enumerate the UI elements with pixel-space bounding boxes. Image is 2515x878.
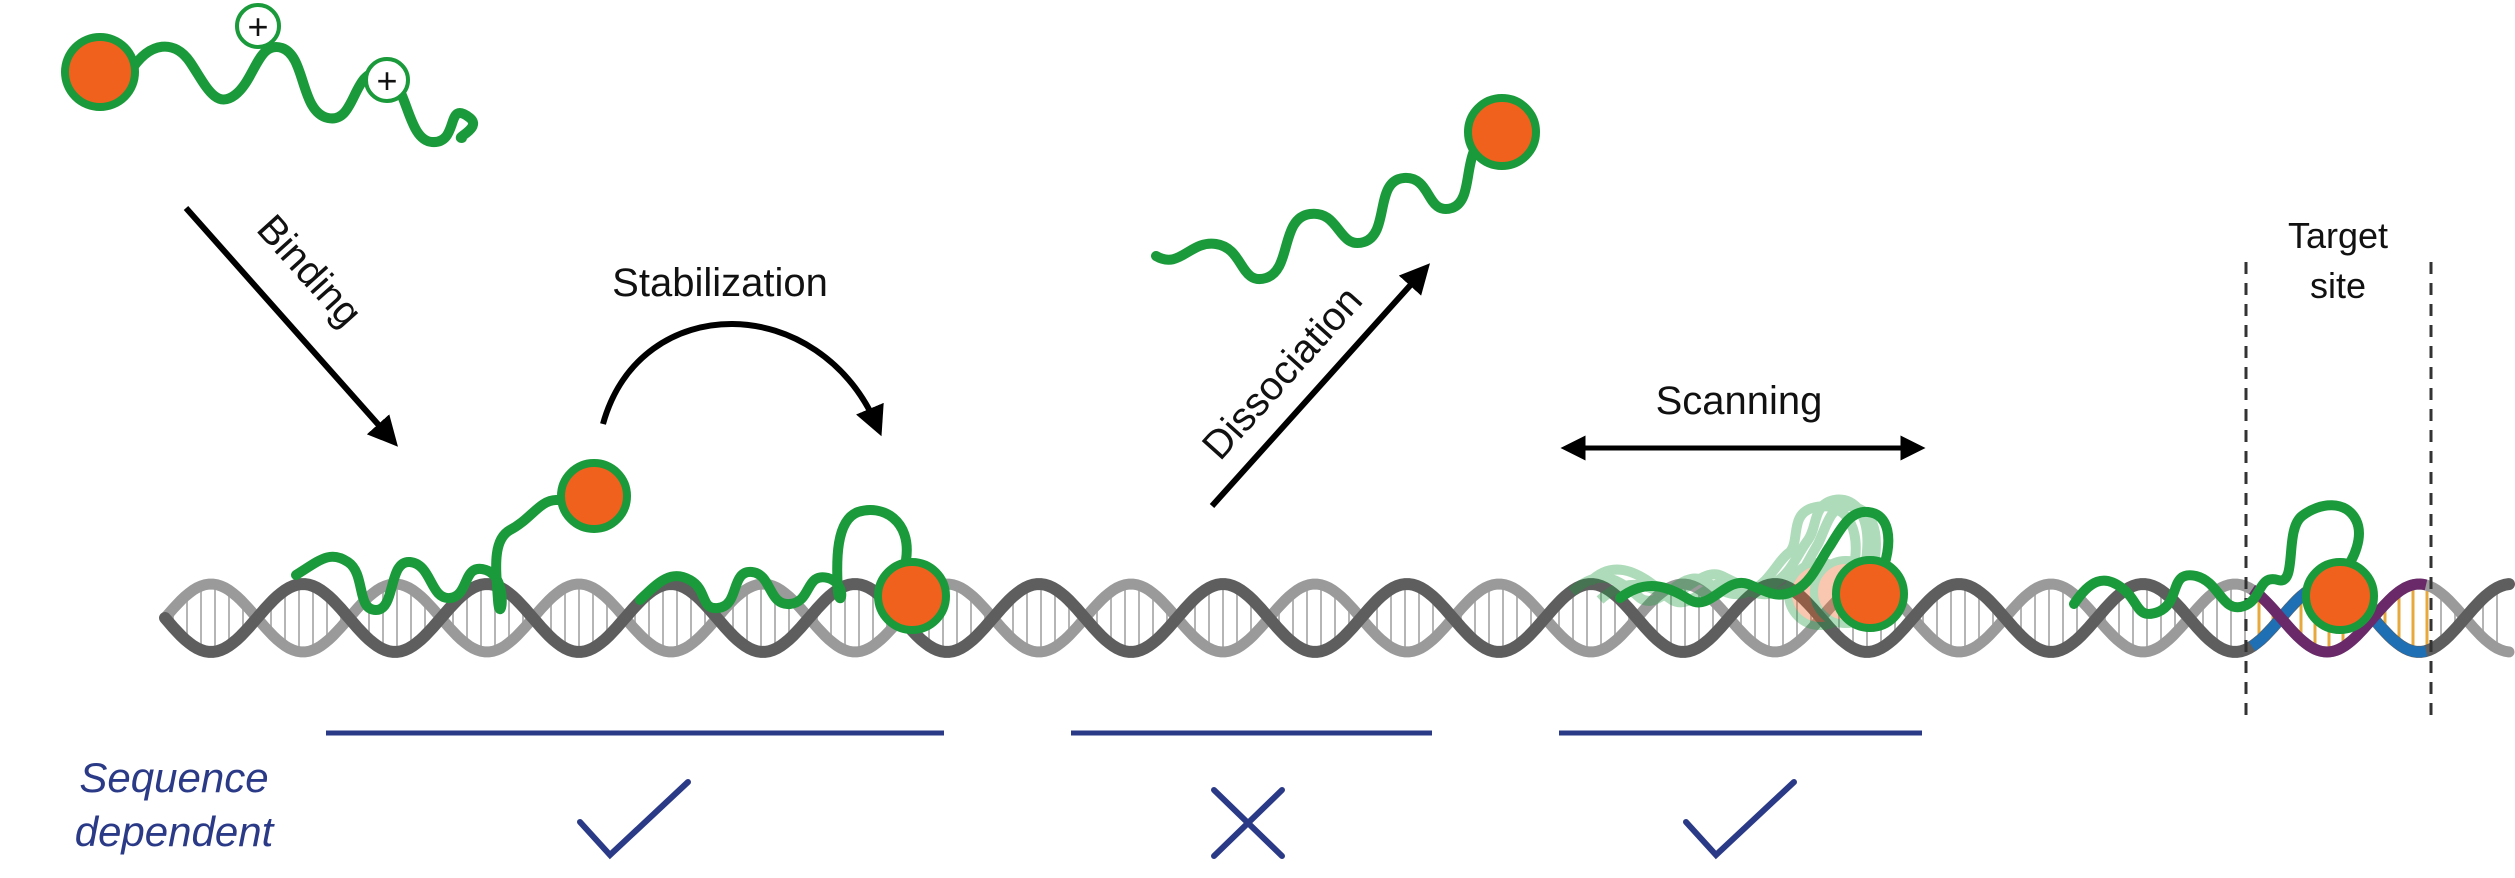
bound-protein-1 xyxy=(291,459,631,616)
protein-head xyxy=(2302,558,2378,634)
protein-tail xyxy=(291,495,575,616)
scanning-protein xyxy=(1568,494,1908,632)
bound-protein-2 xyxy=(635,505,950,634)
target-bound-protein xyxy=(2069,500,2378,634)
stabilization-label: Stabilization xyxy=(612,261,828,305)
check-mark xyxy=(1683,779,1797,860)
cross-mark xyxy=(1211,787,1285,859)
protein-tail xyxy=(1151,129,1497,285)
check-mark xyxy=(577,779,691,860)
charge-symbol: + xyxy=(247,6,268,47)
dna-backbone-front xyxy=(159,578,2515,658)
binding-step: Binding xyxy=(183,206,398,447)
protein-head xyxy=(1464,94,1540,170)
binding-label: Binding xyxy=(248,207,370,336)
target-label-line1: Target xyxy=(2288,215,2388,256)
target-label-line2: site xyxy=(2310,265,2366,306)
protein-tail xyxy=(635,505,912,614)
sequence-dependence-annotation: Sequence dependent xyxy=(75,730,1922,860)
target-strand-purple xyxy=(2248,578,2428,658)
protein-head xyxy=(874,558,950,634)
dissociation-step: Dissociation xyxy=(1194,263,1431,509)
protein-tail xyxy=(1615,506,1894,608)
dissociation-arrow xyxy=(1209,263,1431,509)
positive-charge-1: + xyxy=(235,3,281,49)
dissociated-protein xyxy=(1151,94,1540,285)
target-site: Target site xyxy=(2244,215,2433,715)
charge-symbol: + xyxy=(376,60,397,101)
dna-backbone-back xyxy=(159,578,2515,658)
stabilization-arrow xyxy=(600,321,884,437)
stabilization-step: Stabilization xyxy=(600,261,884,437)
protein-tail xyxy=(125,41,478,147)
dissociation-label: Dissociation xyxy=(1194,278,1371,468)
sequence-dependent-label-line1: Sequence xyxy=(79,754,268,801)
dna-helix xyxy=(159,578,2515,658)
free-protein: + + xyxy=(61,3,478,147)
scanning-label: Scanning xyxy=(1656,379,1823,423)
binding-arrow xyxy=(183,206,398,447)
scanning-step: Scanning xyxy=(1560,379,1926,461)
protein-head xyxy=(61,33,139,111)
protein-head xyxy=(557,459,631,533)
protein-tail xyxy=(2069,500,2364,619)
sequence-dependent-label-line2: dependent xyxy=(75,808,276,855)
protein-head xyxy=(1832,556,1908,632)
positive-charge-2: + xyxy=(364,57,410,103)
